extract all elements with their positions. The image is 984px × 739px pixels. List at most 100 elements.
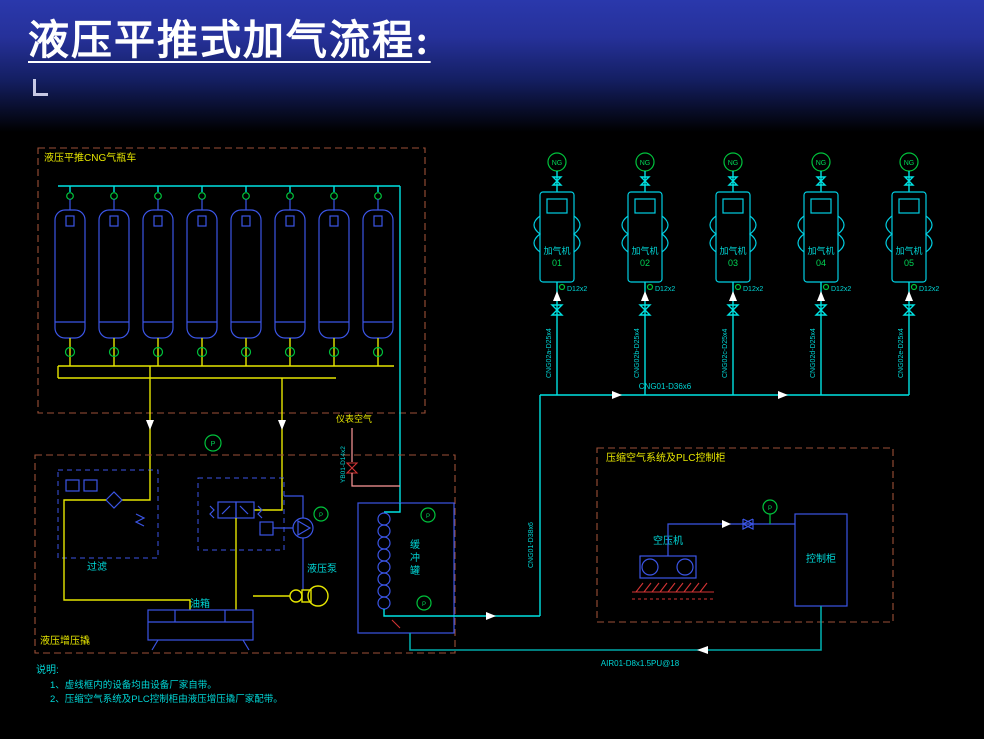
hose-icon [837, 215, 845, 253]
tank-label: 油箱 [190, 597, 210, 610]
gas-cylinder-7 [318, 186, 350, 366]
valve-icon [814, 304, 828, 316]
svg-text:NG: NG [904, 160, 915, 167]
air-pipe [667, 523, 795, 556]
display-screen [810, 198, 832, 214]
cylinder-trailer-group: 液压平推CNG气瓶车 P [37, 147, 426, 503]
flow-arrow-icon [697, 646, 708, 654]
svg-text:04: 04 [816, 258, 826, 268]
motor-pump-set [253, 585, 329, 607]
buffer-tank-group: 缓冲罐 P P [357, 502, 455, 634]
svg-text:加气机: 加气机 [895, 245, 922, 256]
svg-text:NG: NG [728, 160, 739, 167]
svg-text:CNG02e-D25x4: CNG02e-D25x4 [898, 328, 905, 378]
svg-text:P: P [426, 514, 430, 520]
svg-text:02: 02 [640, 258, 650, 268]
valve-block [197, 477, 285, 610]
svg-text:03: 03 [728, 258, 738, 268]
svg-text:加气机: 加气机 [631, 245, 658, 256]
dispenser-unit-3: NG 加气机 03 D12x2 CNG02c-D25x4 [709, 152, 763, 395]
dispenser-unit-1: NG 加气机 01 D12x2 CNG02a-D25x4 [533, 152, 587, 395]
air-supply-pipe [409, 606, 822, 651]
display-screen [722, 198, 744, 214]
svg-text:加气机: 加气机 [543, 245, 570, 256]
display-screen [634, 198, 656, 214]
svg-text:P: P [422, 602, 426, 608]
plc-box-label: 压缩空气系统及PLC控制柜 [606, 451, 725, 464]
note-line-1: 1、虚线框内的设备均由设备厂家自带。 [50, 679, 217, 691]
plc-air-group: 压缩空气系统及PLC控制柜 空压机 P 控制柜 [596, 447, 894, 623]
filter-label: 过滤 [87, 560, 107, 573]
ground-hatch-icon [635, 582, 708, 593]
skid-dashed-box [34, 454, 456, 654]
pump-label: 液压泵 [307, 562, 337, 575]
main-pipeline-group: CNG01-D38x6 CNG01-D36x6 [454, 382, 909, 620]
svg-text:CNG02a-D25x4: CNG02a-D25x4 [546, 328, 553, 378]
relief-valve-icon [259, 521, 274, 536]
instrument-air-label: 仪表空气 [336, 413, 372, 424]
buffer-tank-box [357, 502, 455, 634]
dispenser-unit-5: NG 加气机 05 D12x2 CNG02e-D25x4 [885, 152, 939, 395]
hydraulic-pump-symbol: P 液压泵 [259, 495, 337, 585]
valve-indicator-icon [734, 283, 742, 291]
dispenser-cabinet [891, 191, 927, 283]
hydraulic-skid-group: 液压增压撬 过滤 [34, 454, 456, 654]
notes-group: 说明: 1、虚线框内的设备均由设备厂家自带。 2、压缩空气系统及PLC控制柜由液… [36, 663, 283, 705]
flow-arrow-icon [612, 391, 622, 399]
dispenser-unit-2: NG 加气机 02 D12x2 CNG02b-D25x4 [621, 152, 675, 395]
svg-text:D12x2: D12x2 [831, 286, 851, 293]
gas-cylinder-2 [98, 186, 130, 366]
page-title: 液压平推式加气流程: [28, 17, 431, 63]
valve-indicator-icon [910, 283, 918, 291]
valve-icon [815, 176, 827, 186]
hose-icon [709, 215, 717, 253]
note-line-2: 2、压缩空气系统及PLC控制柜由液压增压撬厂家配带。 [50, 693, 283, 705]
riser-tag: CNG01-D38x6 [528, 522, 535, 568]
svg-text:D12x2: D12x2 [743, 286, 763, 293]
svg-text:P: P [211, 441, 216, 448]
svg-text:D12x2: D12x2 [655, 286, 675, 293]
gas-cylinder-6 [274, 186, 306, 366]
hose-icon [661, 215, 669, 253]
dispenser-cabinet [803, 191, 839, 283]
svg-text:加气机: 加气机 [719, 245, 746, 256]
instrument-air-line-tag: YB01-D14x2 [340, 446, 347, 483]
valve-icon [550, 304, 564, 316]
hose-icon [797, 215, 805, 253]
notes-heading: 说明: [36, 663, 59, 676]
motor-icon [307, 585, 329, 607]
flow-arrow-icon [641, 291, 649, 301]
pressure-instrument: P [204, 434, 222, 452]
valve-icon [551, 176, 563, 186]
skid-label: 液压增压撬 [40, 634, 90, 647]
valve-icon [345, 462, 359, 474]
svg-text:P: P [319, 513, 323, 519]
gas-cylinder-1 [54, 186, 86, 366]
flow-arrow-icon [905, 291, 913, 301]
trailer-label: 液压平推CNG气瓶车 [44, 151, 136, 164]
air-compressor: 空压机 [632, 534, 714, 600]
svg-text:CNG02c-D25x4: CNG02c-D25x4 [722, 328, 729, 378]
display-screen [546, 198, 568, 214]
trailer-dashed-box [37, 147, 426, 414]
corner-mark [33, 79, 48, 96]
instrument-bubble-icon [313, 506, 329, 522]
svg-text:NG: NG [816, 160, 827, 167]
gas-cylinder-5 [230, 186, 262, 366]
svg-text:D12x2: D12x2 [919, 286, 939, 293]
instrument-air-group: 仪表空气 YB01-D14x2 [336, 413, 400, 487]
flow-arrow-icon [722, 520, 731, 528]
valve-indicator-icon [558, 283, 566, 291]
svg-text:D12x2: D12x2 [567, 286, 587, 293]
svg-text:CNG02d-D25x4: CNG02d-D25x4 [810, 328, 817, 378]
svg-text:P: P [768, 506, 772, 512]
instrument-bubble-icon [416, 595, 432, 611]
instrument-bubble-icon [420, 507, 436, 523]
svg-text:加气机: 加气机 [807, 245, 834, 256]
svg-text:01: 01 [552, 258, 562, 268]
flow-arrow-icon [553, 291, 561, 301]
svg-text:NG: NG [552, 160, 563, 167]
flow-arrow-icon [817, 291, 825, 301]
